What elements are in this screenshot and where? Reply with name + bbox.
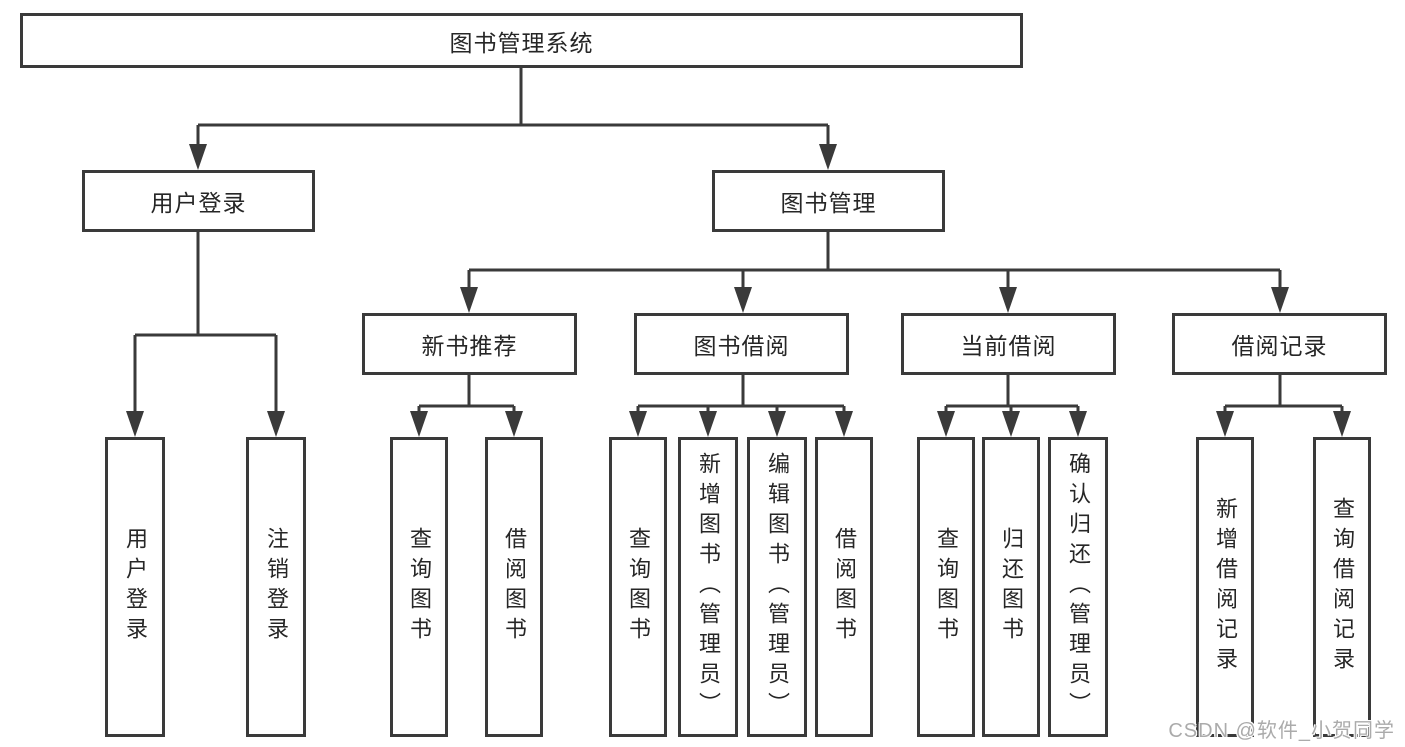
node-query-borrow-record: 查询借阅记录 bbox=[1313, 437, 1371, 737]
node-label: 图书管理系统 bbox=[449, 29, 594, 56]
node-label: 确认归还（管理员） bbox=[1066, 452, 1091, 722]
node-logout: 注销登录 bbox=[246, 437, 306, 737]
node-query-books-borrowing: 查询图书 bbox=[609, 437, 667, 737]
csdn-watermark: CSDN @软件_小贺同学 bbox=[1168, 720, 1395, 742]
node-label: 新书推荐 bbox=[421, 333, 518, 359]
node-label: 查询图书 bbox=[626, 527, 651, 647]
node-current-borrowing: 当前借阅 bbox=[901, 313, 1116, 375]
node-book-management: 图书管理 bbox=[712, 170, 945, 232]
node-label: 注销登录 bbox=[264, 527, 289, 647]
node-label: 图书借阅 bbox=[693, 333, 790, 359]
node-borrow-books-leaf: 借阅图书 bbox=[815, 437, 873, 737]
node-label: 当前借阅 bbox=[960, 333, 1057, 359]
node-query-books-recommend: 查询图书 bbox=[390, 437, 448, 737]
node-user-login: 用户登录 bbox=[82, 170, 315, 232]
node-label: 归还图书 bbox=[999, 527, 1024, 647]
node-label: 借阅图书 bbox=[832, 527, 857, 647]
node-label: 图书管理 bbox=[780, 190, 877, 216]
node-label: 新增借阅记录 bbox=[1213, 497, 1238, 677]
node-confirm-return-admin: 确认归还（管理员） bbox=[1048, 437, 1108, 737]
node-book-borrowing: 图书借阅 bbox=[634, 313, 849, 375]
node-borrowing-records: 借阅记录 bbox=[1172, 313, 1387, 375]
node-return-books: 归还图书 bbox=[982, 437, 1040, 737]
node-label: 查询借阅记录 bbox=[1330, 497, 1355, 677]
node-library-management-system: 图书管理系统 bbox=[20, 13, 1023, 68]
node-label: 查询图书 bbox=[407, 527, 432, 647]
node-label: 用户登录 bbox=[123, 527, 148, 647]
node-user-login-leaf: 用户登录 bbox=[105, 437, 165, 737]
node-add-borrow-record: 新增借阅记录 bbox=[1196, 437, 1254, 737]
node-label: 用户登录 bbox=[150, 190, 247, 216]
node-label: 借阅图书 bbox=[502, 527, 527, 647]
node-query-books-current: 查询图书 bbox=[917, 437, 975, 737]
node-borrow-books-recommend: 借阅图书 bbox=[485, 437, 543, 737]
node-add-books-admin: 新增图书（管理员） bbox=[678, 437, 738, 737]
node-label: 编辑图书（管理员） bbox=[765, 452, 790, 722]
node-edit-books-admin: 编辑图书（管理员） bbox=[747, 437, 807, 737]
node-label: 借阅记录 bbox=[1231, 333, 1328, 359]
node-new-book-recommendation: 新书推荐 bbox=[362, 313, 577, 375]
node-label: 查询图书 bbox=[934, 527, 959, 647]
node-label: 新增图书（管理员） bbox=[696, 452, 721, 722]
